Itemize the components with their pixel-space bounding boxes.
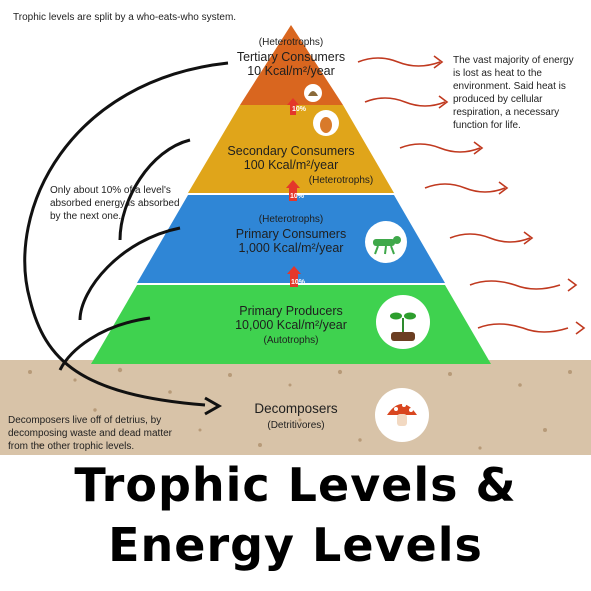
tertiary-energy: 10 Kcal/m²/year	[247, 64, 335, 78]
decomposer-arrowhead	[204, 396, 223, 416]
transfer-arrow-2	[286, 180, 300, 201]
energy-transfer-curves	[23, 61, 229, 407]
secondary-name: Secondary Consumers	[227, 144, 355, 158]
secondary-type: (Heterotrophs)	[308, 175, 374, 186]
producers-name: Primary Producers	[239, 304, 343, 318]
soil-band	[0, 360, 591, 455]
transfer-arrow-1	[287, 98, 299, 115]
primary-energy: 1,000 Kcal/m²/year	[238, 241, 344, 255]
transfer-label-2: 10%	[290, 193, 305, 200]
heat-arrows	[357, 55, 586, 335]
soil-texture	[28, 367, 572, 450]
header-note: Trophic levels are split by a who-eats-w…	[13, 12, 237, 23]
secondary-energy: 100 Kcal/m²/year	[243, 158, 339, 172]
tier-primary-consumers	[137, 195, 445, 283]
producers-energy: 10,000 Kcal/m²/year	[235, 318, 347, 332]
transfer-label-1: 10%	[292, 106, 307, 113]
producers-type: (Autotrophs)	[263, 335, 319, 346]
transfer-label-3: 10%	[291, 279, 306, 286]
decomposers-type: (Detritivores)	[267, 420, 325, 431]
tertiary-type: (Heterotrophs)	[258, 37, 324, 48]
primary-name: Primary Consumers	[235, 227, 347, 241]
title-line-1: Trophic Levels &	[74, 458, 517, 512]
primary-type: (Heterotrophs)	[258, 214, 324, 225]
transfer-arrow-3	[287, 266, 301, 287]
tier-tertiary	[240, 25, 343, 105]
title-line-2: Energy Levels	[108, 518, 483, 572]
decomposers-name: Decomposers	[254, 401, 338, 416]
tertiary-name: Tertiary Consumers	[236, 50, 346, 64]
tier-secondary	[188, 105, 394, 193]
